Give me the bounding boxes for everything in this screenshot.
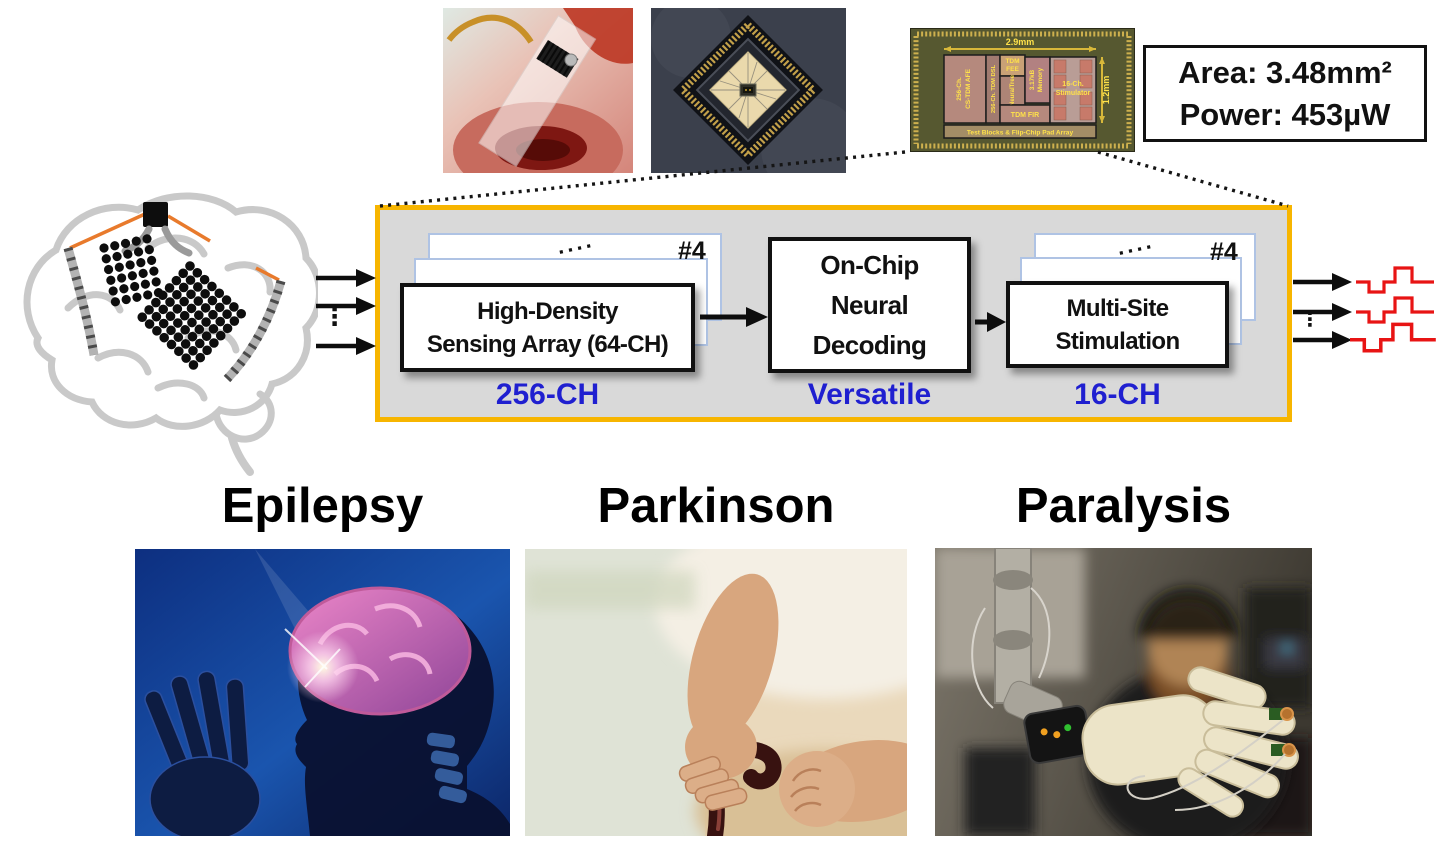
sensor-wires [1126,719,1286,811]
stim-line1: Multi-Site [1066,294,1170,322]
die-pads-label: Test Blocks & Flip-Chip Pad Array [967,130,1074,137]
implant-surgery-art [443,8,633,173]
parkinson-label: Parkinson [597,479,835,533]
spec-area: Area: 3.48mm² [1178,54,1392,90]
robot-arm [971,548,1063,730]
sensing-channel-label: 256-CH [495,378,600,411]
die-fee-label-2: FEE [1006,66,1019,73]
parkinson-photo [525,549,907,836]
stim-stack-count: #4 [1210,238,1238,266]
die-dim-width: 2.9mm [1006,37,1035,47]
sensing-block: High-Density Sensing Array (64-CH) [400,283,695,372]
stim-channel-label: 16-CH [1074,378,1161,411]
spec-power: Power: 453µW [1179,96,1391,132]
decoding-block: On-Chip Neural Decoding [768,237,971,373]
sensing-stack-count: #4 [678,237,706,265]
die-dim-height: 1.2mm [1101,76,1111,105]
paralysis-art [935,548,1312,836]
output-ellipsis: ⋮ [1300,309,1320,331]
die-mem-label-1: 3.17kB [1029,69,1036,90]
die-micrograph: 2.9mm 256-Ch. CS-TDM AFE 256-Ch. TDM DSL… [910,28,1135,152]
epilepsy-photo [135,549,510,836]
stim-pulse-icons [1350,266,1436,353]
die-neuraltree-label: NeuralTree [1010,74,1016,106]
decoding-line1: On-Chip [820,250,919,280]
implant-wires [69,212,280,282]
prosthetic-hand [1081,666,1299,818]
decoding-line2: Neural [830,290,909,320]
die-stim-label-2: Stimulator [1056,90,1091,97]
implant-chip-icon [143,202,168,227]
epilepsy-art [135,549,510,836]
fingertip-sensors [1269,707,1296,757]
parkinson-art [525,549,907,836]
depth-electrodes [63,246,286,383]
die-fee-label-1: TDM [1005,58,1019,65]
stim-line2: Stimulation [1055,327,1180,355]
paralysis-label: Paralysis [1015,479,1232,533]
stimulation-block: Multi-Site Stimulation [1006,281,1229,368]
die-dsl-label: 256-Ch. TDM DSL [991,64,997,113]
die-mem-label-2: Memory [1037,67,1044,92]
sensing-line1: High-Density [477,297,618,325]
gripping-fingers [678,755,748,811]
decoding-versatile-label: Versatile [807,378,932,411]
large-electrode-array [135,261,246,372]
decoding-line3: Decoding [812,330,927,360]
implant-surgery-photo [443,8,633,173]
die-afe-label-2: CS-TDM AFE [965,68,972,109]
die-afe-label-1: 256-Ch. [956,77,963,101]
die-micrograph-art: 2.9mm 256-Ch. CS-TDM AFE 256-Ch. TDM DSL… [910,28,1135,152]
sensing-line2: Sensing Array (64-CH) [426,330,669,358]
chip-package-art [651,8,846,173]
brain-illustration [23,192,318,476]
small-electrode-array [99,234,164,308]
spec-box: Area: 3.48mm² Power: 453µW [1143,45,1427,142]
die-fir-label: TDM FIR [1011,112,1039,119]
input-ellipsis: ⋮ [322,303,347,331]
die-stim-label-1: 16-Ch. [1062,81,1083,88]
chip-package-photo [651,8,846,173]
paralysis-photo [935,548,1312,836]
raised-hand [144,670,261,836]
epilepsy-label: Epilepsy [221,479,424,533]
